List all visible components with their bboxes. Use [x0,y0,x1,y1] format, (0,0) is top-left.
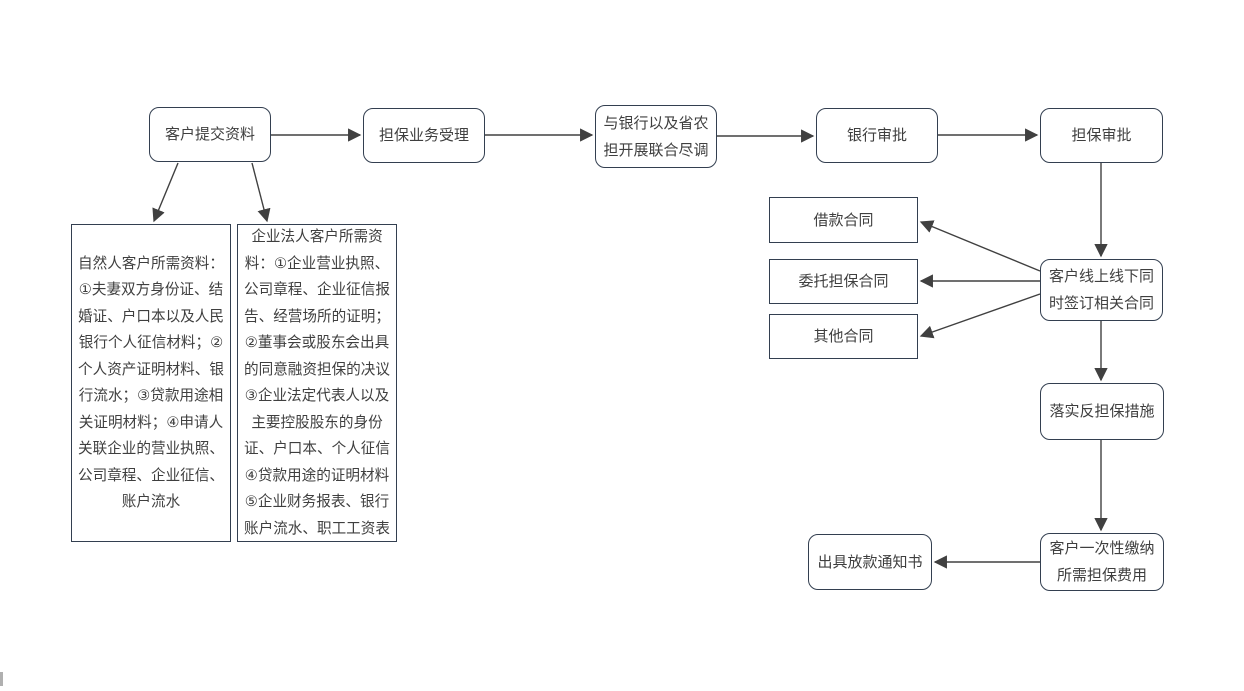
arrow-sign-to-other-contract [919,293,1041,339]
node-loan-contract: 借款合同 [769,197,918,243]
node-guarantee-acceptance: 担保业务受理 [363,108,485,163]
node-label: 其他合同 [813,328,874,345]
node-natural-person-materials: 自然人客户所需资料： ①夫妻双方身份证、结 婚证、户口本以及人民 银行个人征信材… [71,224,231,542]
node-label: 自然人客户所需资料： ①夫妻双方身份证、结 婚证、户口本以及人民 银行个人征信材… [78,255,224,511]
node-other-contract: 其他合同 [769,314,918,359]
node-label: 企业法人客户所需资 料：①企业营业执照、 公司章程、企业征信报 告、经营场所的证… [244,229,390,537]
node-issue-loan-notice: 出具放款通知书 [808,534,932,590]
node-label: 担保审批 [1071,127,1132,144]
node-guarantee-approval: 担保审批 [1040,108,1163,163]
node-pay-guarantee-fee: 客户一次性缴纳 所需担保费用 [1040,533,1164,591]
node-label: 借款合同 [813,211,874,229]
arrow-submit-to-natural-materials [152,162,179,223]
window-edge-artifact [0,672,3,686]
node-label: 客户提交资料 [164,126,255,143]
node-label: 落实反担保措施 [1049,403,1155,420]
arrow-submit-to-corporate-materials [251,162,271,223]
node-label: 与银行以及省农 担开展联合尽调 [603,114,709,159]
node-label: 银行审批 [846,127,907,144]
node-label: 客户线上线下同 时签订相关合同 [1048,268,1154,312]
node-implement-counter-guarantee: 落实反担保措施 [1040,383,1164,440]
node-sign-contracts: 客户线上线下同 时签订相关合同 [1040,259,1163,321]
node-label: 客户一次性缴纳 所需担保费用 [1049,540,1155,584]
node-label: 委托担保合同 [798,273,889,290]
arrow-sign-to-loan-contract [919,220,1041,272]
node-label: 担保业务受理 [378,127,469,144]
node-joint-due-diligence: 与银行以及省农 担开展联合尽调 [595,105,717,168]
node-customer-submit: 客户提交资料 [149,107,271,162]
node-bank-approval: 银行审批 [816,108,938,163]
node-label: 出具放款通知书 [817,553,923,571]
node-corporate-materials: 企业法人客户所需资 料：①企业营业执照、 公司章程、企业征信报 告、经营场所的证… [237,224,397,542]
node-entrusted-guarantee-contract: 委托担保合同 [769,259,918,304]
